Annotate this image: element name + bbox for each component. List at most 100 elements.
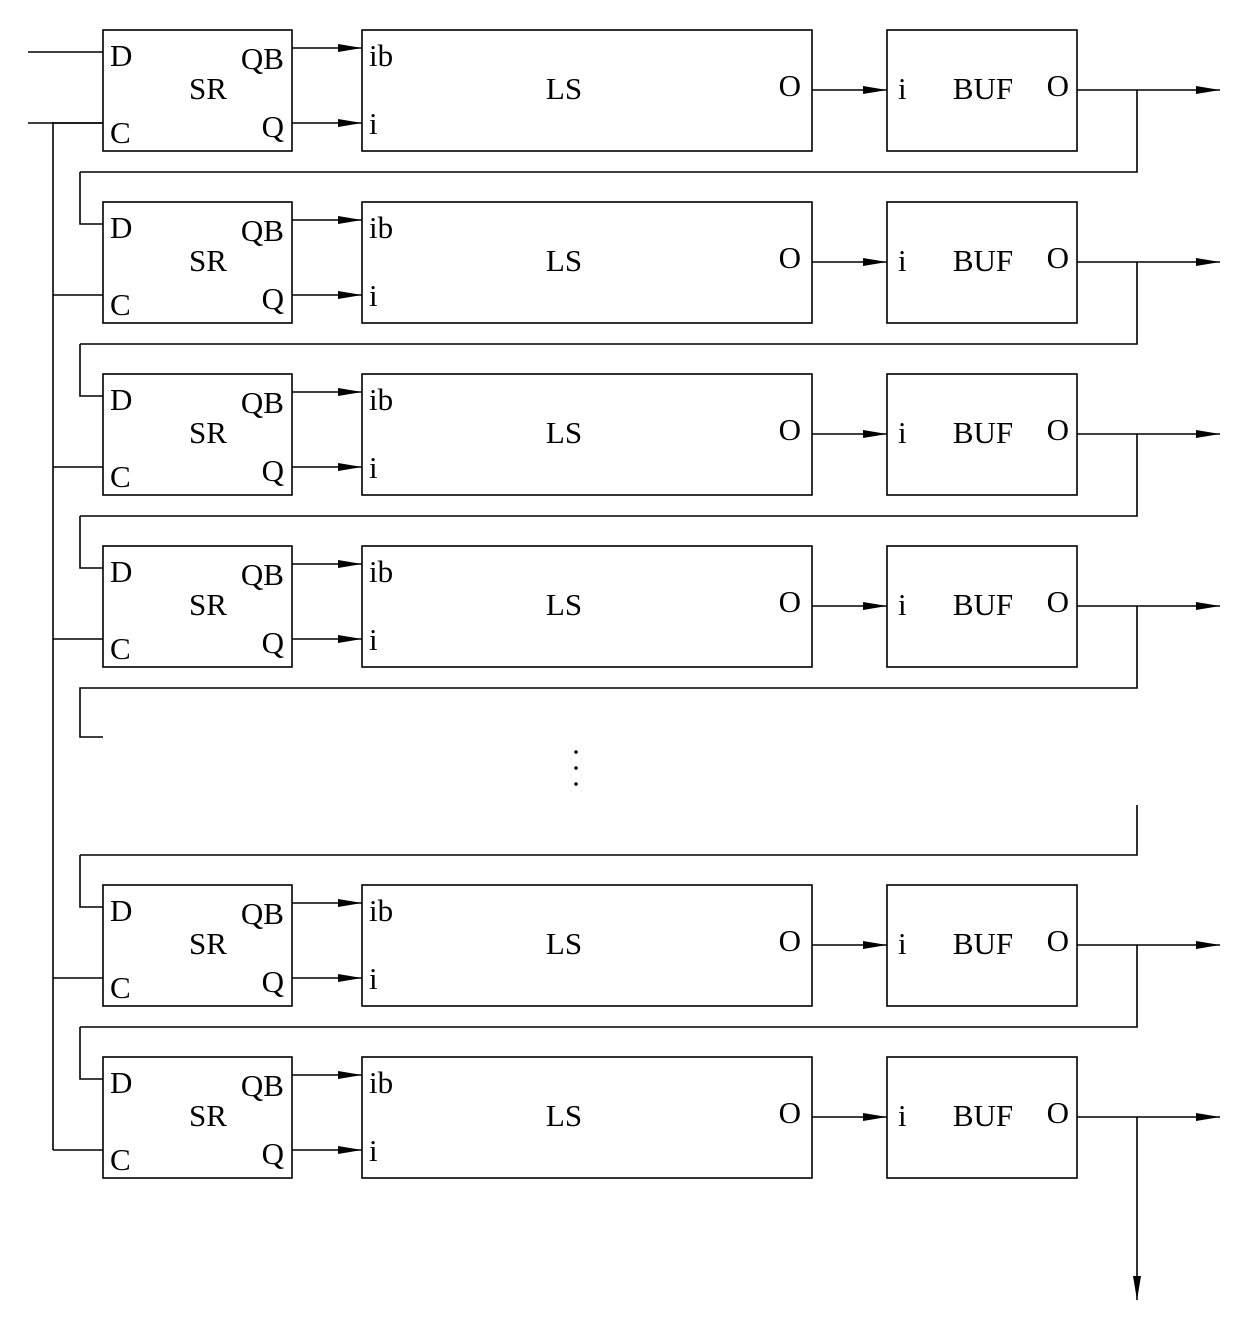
- ls-ib-pin-label: ib: [369, 893, 393, 928]
- buf-output-arrow: [1196, 602, 1220, 610]
- sr-c-pin-label: C: [110, 459, 131, 494]
- sr-c-pin-label: C: [110, 970, 131, 1005]
- sr-d-pin-label: D: [110, 382, 132, 417]
- level-shifter-block: [362, 30, 812, 151]
- qb-to-ib-arrow: [338, 44, 362, 52]
- stage-2: DCSRQBQibiLSOiBUFO: [53, 172, 1220, 323]
- buf-o-pin-label: O: [1047, 923, 1069, 958]
- level-shifter-block: [362, 1057, 812, 1178]
- sr-q-pin-label: Q: [262, 964, 284, 999]
- q-to-i-arrow: [338, 463, 362, 471]
- buf-o-pin-label: O: [1047, 68, 1069, 103]
- ls-title: LS: [546, 1098, 582, 1133]
- buf-i-pin-label: i: [898, 71, 907, 106]
- stage-1: DCSRQBQibiLSOiBUFO: [28, 30, 1220, 151]
- ls-to-buf-arrow: [863, 1113, 887, 1121]
- ls-i-pin-label: i: [369, 278, 378, 313]
- buf-o-pin-label: O: [1047, 1095, 1069, 1130]
- buf-i-pin-label: i: [898, 243, 907, 278]
- buf-o-pin-label: O: [1047, 412, 1069, 447]
- sr-q-pin-label: Q: [262, 109, 284, 144]
- cascade-d-input-wire: [80, 516, 103, 568]
- stage-3: DCSRQBQibiLSOiBUFO: [53, 344, 1220, 495]
- cascade-d-input-wire: [80, 855, 103, 907]
- sr-title: SR: [189, 415, 227, 450]
- ellipsis-dot: [574, 782, 578, 786]
- ellipsis-dot: [574, 750, 578, 754]
- ls-ib-pin-label: ib: [369, 210, 393, 245]
- ls-o-pin-label: O: [779, 923, 801, 958]
- sr-qb-pin-label: QB: [241, 1068, 284, 1103]
- ls-ib-pin-label: ib: [369, 382, 393, 417]
- ls-o-pin-label: O: [779, 584, 801, 619]
- cascade-from-omitted-wire: [80, 805, 1137, 855]
- qb-to-ib-arrow: [338, 899, 362, 907]
- q-to-i-arrow: [338, 119, 362, 127]
- ls-to-buf-arrow: [863, 430, 887, 438]
- sr-d-pin-label: D: [110, 554, 132, 589]
- vertical-ellipsis: [574, 750, 578, 786]
- sr-d-pin-label: D: [110, 210, 132, 245]
- ls-title: LS: [546, 587, 582, 622]
- ellipsis-dot: [574, 766, 578, 770]
- sr-c-pin-label: C: [110, 631, 131, 666]
- q-to-i-arrow: [338, 291, 362, 299]
- qb-to-ib-arrow: [338, 216, 362, 224]
- sr-q-pin-label: Q: [262, 1136, 284, 1171]
- level-shifter-block: [362, 202, 812, 323]
- buf-i-pin-label: i: [898, 1098, 907, 1133]
- sr-qb-pin-label: QB: [241, 385, 284, 420]
- final-output-arrow: [1133, 1276, 1141, 1300]
- ls-i-pin-label: i: [369, 1133, 378, 1168]
- ls-ib-pin-label: ib: [369, 554, 393, 589]
- stage-n: DCSRQBQibiLSOiBUFO: [53, 1027, 1220, 1178]
- sr-c-pin-label: C: [110, 287, 131, 322]
- buf-title: BUF: [953, 1098, 1013, 1133]
- ls-i-pin-label: i: [369, 450, 378, 485]
- sr-qb-pin-label: QB: [241, 41, 284, 76]
- ls-i-pin-label: i: [369, 106, 378, 141]
- ls-o-pin-label: O: [779, 68, 801, 103]
- stage-n-minus-1: DCSRQBQibiLSOiBUFO: [53, 855, 1220, 1006]
- sr-qb-pin-label: QB: [241, 213, 284, 248]
- buf-output-arrow: [1196, 258, 1220, 266]
- ls-title: LS: [546, 926, 582, 961]
- qb-to-ib-arrow: [338, 1071, 362, 1079]
- stage-rows: DCSRQBQibiLSOiBUFODCSRQBQibiLSOiBUFODCSR…: [28, 30, 1220, 1178]
- cascade-d-input-wire: [80, 1027, 103, 1079]
- ls-title: LS: [546, 243, 582, 278]
- sr-d-pin-label: D: [110, 38, 132, 73]
- sr-title: SR: [189, 71, 227, 106]
- level-shifter-block: [362, 374, 812, 495]
- ls-i-pin-label: i: [369, 961, 378, 996]
- qb-to-ib-arrow: [338, 388, 362, 396]
- cascade-d-input-wire: [80, 172, 103, 224]
- buf-i-pin-label: i: [898, 587, 907, 622]
- ls-ib-pin-label: ib: [369, 38, 393, 73]
- sr-qb-pin-label: QB: [241, 896, 284, 931]
- level-shifter-block: [362, 546, 812, 667]
- cascade-d-input-wire: [80, 344, 103, 396]
- buf-i-pin-label: i: [898, 415, 907, 450]
- sr-title: SR: [189, 1098, 227, 1133]
- sr-qb-pin-label: QB: [241, 557, 284, 592]
- buf-output-arrow: [1196, 430, 1220, 438]
- ls-o-pin-label: O: [779, 1095, 801, 1130]
- ls-to-buf-arrow: [863, 941, 887, 949]
- ls-ib-pin-label: ib: [369, 1065, 393, 1100]
- sr-c-pin-label: C: [110, 1142, 131, 1177]
- buf-o-pin-label: O: [1047, 240, 1069, 275]
- buf-title: BUF: [953, 415, 1013, 450]
- q-to-i-arrow: [338, 635, 362, 643]
- sr-title: SR: [189, 926, 227, 961]
- ls-to-buf-arrow: [863, 86, 887, 94]
- ls-to-buf-arrow: [863, 258, 887, 266]
- buf-title: BUF: [953, 71, 1013, 106]
- level-shifter-block: [362, 885, 812, 1006]
- sr-c-pin-label: C: [110, 115, 131, 150]
- buf-i-pin-label: i: [898, 926, 907, 961]
- ls-o-pin-label: O: [779, 240, 801, 275]
- sr-q-pin-label: Q: [262, 281, 284, 316]
- buf-title: BUF: [953, 243, 1013, 278]
